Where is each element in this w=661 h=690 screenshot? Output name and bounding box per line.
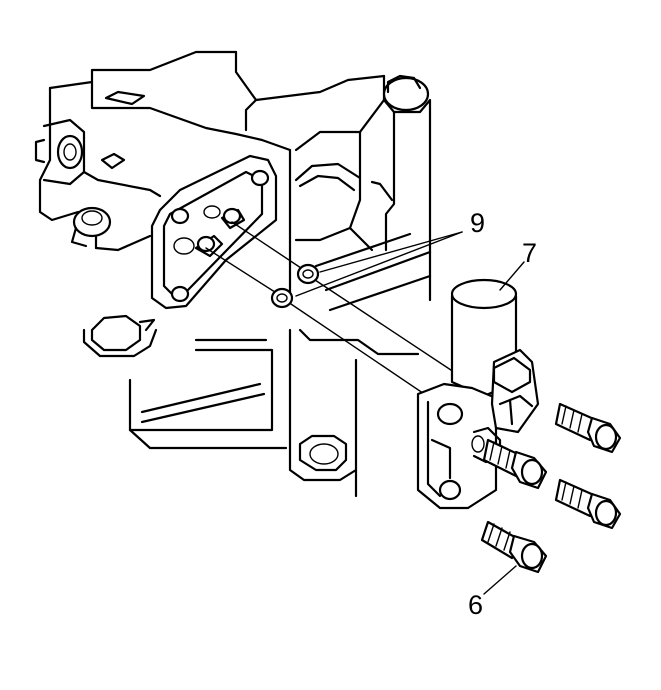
valve-body-flange xyxy=(150,154,278,310)
solenoid-assembly xyxy=(416,278,540,510)
bolt-lower-right xyxy=(554,478,622,530)
transmission-case xyxy=(34,50,432,498)
bolt-upper-right xyxy=(554,402,622,454)
gasket-upper xyxy=(296,263,320,285)
gasket-lower xyxy=(270,287,294,309)
callout-7-label: 7 xyxy=(522,238,537,268)
callout-6-leader xyxy=(483,565,517,595)
callout-9-leaders xyxy=(295,231,463,297)
callout-9-label: 9 xyxy=(470,208,485,238)
case-cap-lower-left xyxy=(90,314,156,352)
callout-6-label: 6 xyxy=(468,590,483,620)
case-bolt-upper-left xyxy=(70,206,112,248)
bolt-middle xyxy=(482,438,548,490)
bolt-lower xyxy=(480,520,548,574)
explode-lines xyxy=(205,221,467,411)
callout-7-leader xyxy=(499,261,525,291)
